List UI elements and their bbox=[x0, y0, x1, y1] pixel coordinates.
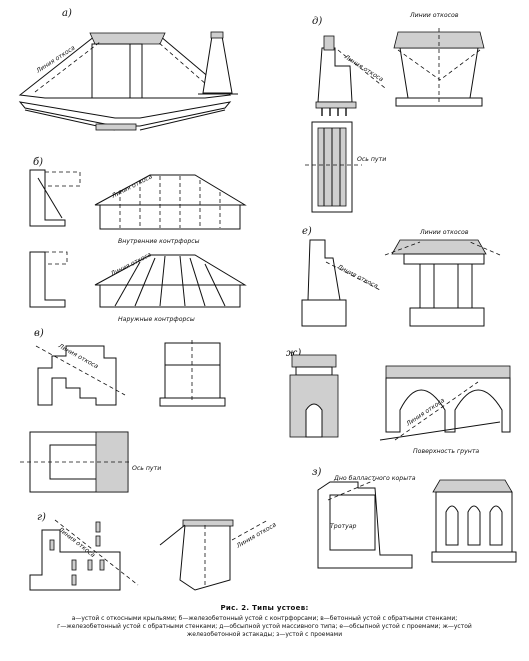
panel-v-front-top bbox=[164, 342, 221, 366]
panel-v-letter: в) bbox=[34, 328, 44, 339]
panel-z-ballast-line bbox=[327, 479, 376, 501]
panel-b-section-bottom-dash bbox=[44, 251, 68, 265]
caption-body: а—устой с откосными крыльями; б—железобе… bbox=[4, 615, 525, 639]
panel-d-slope-line bbox=[337, 49, 386, 89]
panel-e-side-footing bbox=[301, 299, 347, 327]
panel-g-note-right: Линия откоса bbox=[235, 521, 278, 550]
panel-e-note-slope: Линия откоса bbox=[335, 263, 379, 290]
panel-d-front-slope bbox=[397, 49, 441, 81]
panel-d-axis: Ось пути bbox=[357, 156, 386, 163]
panel-b-inner-piles bbox=[119, 176, 221, 228]
panel-b-label-inner: Внутренние контрфорсы bbox=[118, 238, 200, 245]
panel-zh-letter: ж) bbox=[286, 348, 301, 359]
panel-z-note-bottom: Дно балластного корыта bbox=[333, 474, 416, 482]
panel-d-side-cap bbox=[323, 35, 335, 51]
panel-b-elev-inner-base bbox=[99, 204, 241, 230]
panel-d-front-slope-r bbox=[439, 49, 481, 81]
panel-e-front-slope-r bbox=[469, 241, 501, 256]
panel-z-letter: з) bbox=[312, 467, 321, 478]
panel-g-wing bbox=[159, 524, 186, 546]
panel-v-slope-line bbox=[35, 345, 126, 396]
panel-d-note-lines: Линии откосов bbox=[409, 12, 459, 19]
panel-zh-deck bbox=[385, 365, 511, 379]
panel-b-section-top-dash bbox=[44, 171, 81, 187]
panel-d-side-footing bbox=[315, 101, 357, 109]
panel-a: а) Линия откоса bbox=[18, 8, 238, 131]
panel-b-elev-outer-base bbox=[99, 284, 241, 308]
panel-a-side-cap bbox=[210, 31, 224, 39]
panel-z-front-cap bbox=[432, 479, 513, 493]
panel-e-letter: е) bbox=[302, 226, 312, 237]
panel-a-plan-base bbox=[95, 123, 137, 131]
panel-v: в) Линия откоса Ось пути bbox=[20, 328, 226, 493]
panel-g-perspective-cap bbox=[182, 519, 234, 527]
panel-z-front-opening-2 bbox=[467, 505, 481, 546]
panel-zh-front-opening bbox=[305, 403, 323, 438]
panel-b: б) Линия откоса Внутренние контрфорсы bbox=[29, 157, 247, 323]
panel-zh-note-slope: Линия откоса bbox=[404, 397, 446, 428]
panel-g-slope-line bbox=[54, 519, 139, 586]
panel-v-front-footing bbox=[159, 397, 226, 407]
panel-v-front-body bbox=[164, 364, 221, 399]
panel-b-label-outer: Наружные контрфорсы bbox=[118, 316, 195, 323]
panel-e-front-slope bbox=[384, 241, 421, 256]
panel-g-rebar bbox=[49, 521, 105, 586]
panel-z-note-sidewalk: Тротуар bbox=[330, 523, 357, 530]
panel-z-section-opening bbox=[329, 494, 376, 551]
panel-a-plan bbox=[18, 101, 232, 127]
panel-zh-note-ground: Поверхность грунта bbox=[413, 448, 479, 455]
panel-z-front-opening-1 bbox=[445, 505, 459, 546]
panel-e-note-lines: Линии откосов bbox=[419, 229, 469, 236]
panel-a-plan-edge-r bbox=[139, 109, 226, 131]
panel-g-letter: г) bbox=[37, 512, 46, 523]
caption-line-3: железобетонной эстакады; з—устой с проем… bbox=[186, 631, 343, 638]
panel-d-plan-lines bbox=[323, 128, 341, 206]
panel-z-front-opening-3 bbox=[489, 505, 503, 546]
panel-zh-slope-line bbox=[394, 381, 479, 441]
panel-e-front-cap bbox=[391, 239, 487, 255]
caption-line-1: а—устой с откосными крыльями; б—железобе… bbox=[71, 615, 458, 622]
panel-zh: ж) Линия откоса Поверхность грунта bbox=[286, 348, 511, 455]
panel-zh-ground-line bbox=[379, 421, 501, 441]
panel-a-body bbox=[91, 43, 131, 99]
panel-e: е) Линия откоса Линии откосов bbox=[301, 226, 501, 327]
panel-v-axis: Ось пути bbox=[132, 465, 161, 472]
panel-d: д) Линия откоса Ось пути Линии откосов bbox=[305, 12, 485, 213]
panel-e-side bbox=[307, 239, 341, 301]
panel-d-front-cap bbox=[393, 31, 485, 49]
panel-a-body-side bbox=[129, 43, 143, 99]
panel-v-side-section bbox=[37, 345, 117, 406]
panel-b-outer-counterforts bbox=[114, 255, 226, 307]
panel-a-letter: а) bbox=[62, 8, 72, 19]
panel-zh-arches bbox=[385, 377, 511, 433]
panel-a-side-view bbox=[202, 35, 233, 94]
panel-e-slope-line bbox=[325, 261, 381, 291]
panel-b-letter: б) bbox=[33, 157, 43, 168]
panel-z: з) Дно балластного корыта Тротуар bbox=[312, 467, 517, 569]
panel-a-slope-line-r bbox=[157, 41, 216, 93]
caption-title: Рис. 2. Типы устоев: bbox=[220, 604, 309, 612]
panel-zh-front-cap bbox=[291, 354, 337, 368]
panel-d-letter: д) bbox=[312, 16, 322, 27]
figure-caption: Рис. 2. Типы устоев: а—устой с откосными… bbox=[4, 604, 525, 639]
panel-e-front-pier-right bbox=[457, 263, 473, 309]
abutment-types-figure: а) Линия откоса б) bbox=[18, 8, 517, 591]
panel-b-section-bottom bbox=[29, 251, 66, 308]
panel-a-cap bbox=[89, 32, 166, 45]
caption-line-2: г—железобетонный устой с обратными стенк… bbox=[57, 623, 472, 630]
panel-e-front-beam bbox=[403, 253, 485, 265]
panel-zh-front-beam bbox=[295, 366, 333, 376]
panel-z-front-footing bbox=[431, 551, 517, 563]
panel-b-section-top bbox=[29, 169, 66, 227]
panel-g: г) Линия откоса Линия откоса bbox=[29, 512, 278, 591]
panel-b-counterfort bbox=[37, 177, 63, 219]
panel-e-front-footing bbox=[409, 307, 485, 327]
panel-d-piles bbox=[321, 108, 347, 116]
panel-e-front-pier-left bbox=[419, 263, 435, 309]
